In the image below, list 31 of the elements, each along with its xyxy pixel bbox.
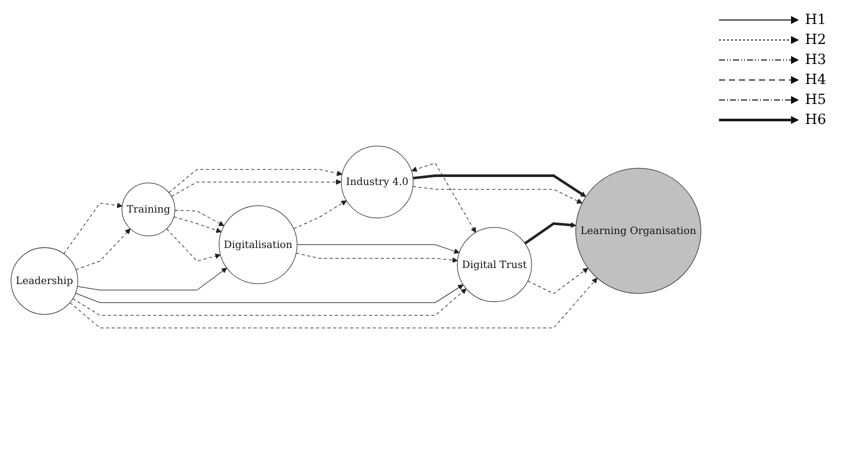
arrow (412, 186, 582, 204)
node-circle: Learning Organisation (575, 168, 702, 294)
arrow (174, 216, 222, 233)
arrow (296, 252, 458, 263)
arrow (524, 222, 576, 245)
legend-label: H2 (805, 32, 826, 48)
arrow (64, 202, 122, 254)
legend-label: H4 (805, 72, 826, 88)
node-circle: Leadership (10, 247, 78, 315)
arrow (76, 228, 131, 270)
arrow (293, 200, 347, 230)
arrow (72, 288, 466, 316)
arrow (412, 174, 586, 197)
node-circle: Digital Trust (457, 227, 532, 302)
arrow (296, 244, 460, 254)
legend-label: H6 (805, 112, 826, 128)
arrow (70, 278, 598, 328)
legend-label: H1 (805, 12, 826, 28)
arrow (171, 179, 342, 197)
node-circle: Digitalisation (218, 205, 298, 284)
arrow (77, 268, 227, 290)
node-circle: Training (122, 182, 176, 236)
arrow (527, 268, 588, 294)
legend-label: H3 (805, 52, 826, 68)
arrow (174, 210, 224, 226)
arrow (411, 162, 476, 233)
arrow (75, 284, 464, 304)
legend-label: H5 (805, 92, 826, 108)
arrow (166, 228, 221, 262)
arrow (168, 169, 342, 193)
node-circle: Industry 4.0 (340, 146, 414, 218)
